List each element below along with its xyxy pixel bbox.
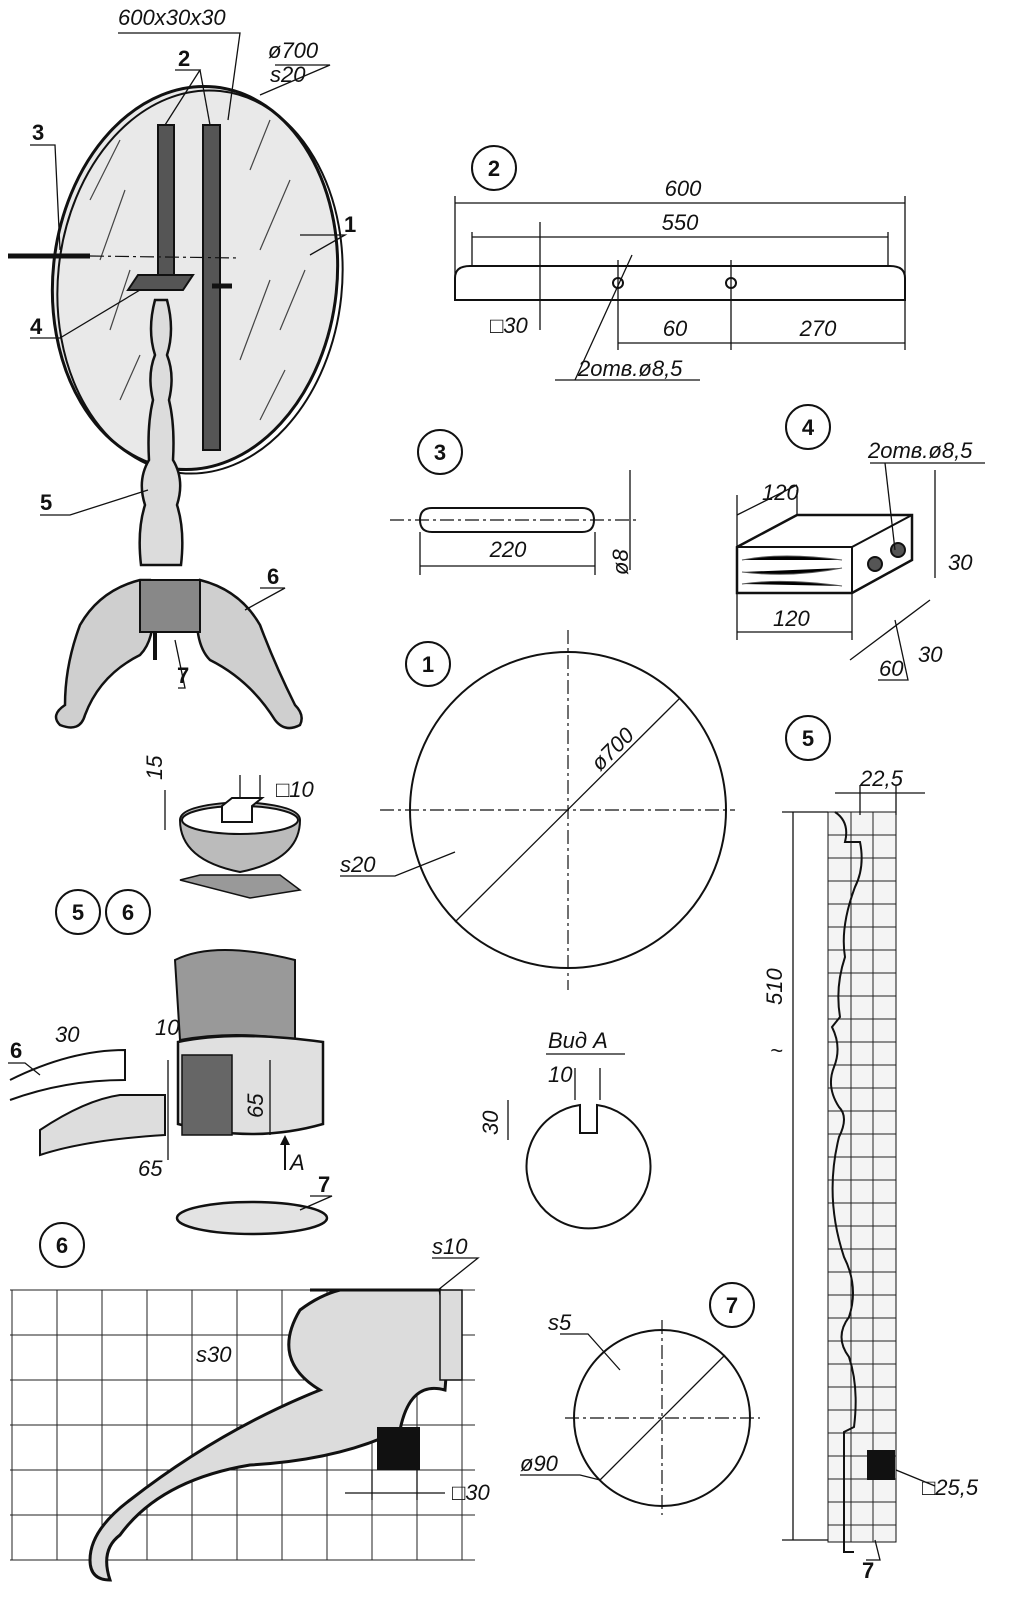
label-bar-size: 600x30x30 bbox=[118, 5, 226, 30]
svg-text:2отв.ø8,5: 2отв.ø8,5 bbox=[867, 438, 973, 463]
detail-5-column: 5 510 ~ bbox=[762, 715, 979, 1583]
svg-text:ø90: ø90 bbox=[520, 1451, 559, 1476]
svg-text:6: 6 bbox=[56, 1233, 68, 1258]
label-top-thickness: s20 bbox=[270, 62, 306, 87]
svg-text:s10: s10 bbox=[432, 1234, 468, 1259]
label-top-diameter: ø700 bbox=[268, 38, 319, 63]
detail-1-tabletop: 1 ø700 s20 bbox=[340, 630, 735, 990]
block-grain bbox=[741, 555, 843, 587]
svg-text:ø700: ø700 bbox=[586, 722, 640, 776]
detail-2-bar: 2 600 550 60 270 □30 2отв.ø8,5 bbox=[454, 145, 906, 381]
svg-text:65: 65 bbox=[138, 1156, 163, 1181]
leg-profile bbox=[88, 1288, 449, 1582]
svg-text:1: 1 bbox=[422, 652, 434, 677]
svg-text:□25,5: □25,5 bbox=[922, 1475, 979, 1500]
svg-text:220: 220 bbox=[489, 537, 527, 562]
svg-text:Вид А: Вид А bbox=[548, 1028, 608, 1053]
svg-text:120: 120 bbox=[773, 606, 810, 631]
svg-text:120: 120 bbox=[762, 480, 799, 505]
callout-5: 5 bbox=[40, 490, 52, 515]
table-assembly-view: 600x30x30 ø700 s20 2 3 1 4 5 6 7 bbox=[8, 5, 356, 730]
svg-text:6: 6 bbox=[122, 900, 134, 925]
svg-text:□30: □30 bbox=[452, 1480, 491, 1505]
callout-1: 1 bbox=[344, 212, 356, 237]
detail-2-badge bbox=[471, 145, 517, 191]
leg-6-right bbox=[195, 578, 303, 730]
callout-6: 6 bbox=[267, 564, 279, 589]
svg-text:30: 30 bbox=[478, 1110, 503, 1135]
svg-text:550: 550 bbox=[662, 210, 699, 235]
svg-text:s20: s20 bbox=[340, 852, 376, 877]
wood-grain-texture bbox=[89, 119, 306, 421]
svg-text:30: 30 bbox=[948, 550, 973, 575]
svg-text:60: 60 bbox=[879, 656, 904, 681]
svg-text:ø8: ø8 bbox=[608, 549, 633, 575]
detail-7-washer: 7 s5 ø90 bbox=[520, 1282, 760, 1515]
grid-scale-square bbox=[377, 1427, 420, 1470]
svg-text:10: 10 bbox=[155, 1015, 180, 1040]
svg-text:510: 510 bbox=[762, 968, 787, 1005]
tenon-sketch: 15 □10 bbox=[142, 755, 315, 899]
svg-text:600: 600 bbox=[665, 176, 702, 201]
callout-3: 3 bbox=[32, 120, 44, 145]
svg-text:2отв.ø8,5: 2отв.ø8,5 bbox=[577, 356, 683, 381]
view-a: Вид А 10 30 bbox=[478, 1028, 652, 1230]
svg-text:65: 65 bbox=[243, 1093, 268, 1118]
svg-text:60: 60 bbox=[663, 316, 688, 341]
svg-text:~: ~ bbox=[770, 1038, 783, 1063]
svg-text:22,5: 22,5 bbox=[859, 766, 904, 791]
svg-text:7: 7 bbox=[862, 1558, 874, 1583]
detail-6-leg: 6 s10 s30 □30 bbox=[10, 1222, 491, 1582]
detail-4-block: 4 120 120 30 60 30 2отв.ø8,5 bbox=[735, 404, 985, 681]
svg-text:A: A bbox=[288, 1150, 305, 1175]
leg-hub bbox=[139, 579, 201, 633]
svg-text:4: 4 bbox=[802, 415, 815, 440]
callout-4: 4 bbox=[30, 314, 43, 339]
svg-text:15: 15 bbox=[142, 755, 167, 780]
detail-3-pin: 3 220 ø8 bbox=[390, 429, 640, 575]
svg-text:□30: □30 bbox=[490, 313, 529, 338]
svg-text:30: 30 bbox=[918, 642, 943, 667]
column-tenon bbox=[867, 1450, 895, 1480]
svg-text:s30: s30 bbox=[196, 1342, 232, 1367]
svg-text:□10: □10 bbox=[276, 777, 315, 802]
svg-text:7: 7 bbox=[318, 1172, 330, 1197]
leg-6-left bbox=[54, 578, 155, 729]
column-grid bbox=[827, 811, 897, 1543]
callout-2: 2 bbox=[178, 46, 190, 71]
column-5 bbox=[138, 298, 184, 567]
joint-5-6: 5 6 6 7 30 10 65 65 A bbox=[8, 889, 333, 1236]
svg-text:6: 6 bbox=[10, 1038, 22, 1063]
svg-text:7: 7 bbox=[726, 1293, 738, 1318]
svg-text:30: 30 bbox=[55, 1022, 80, 1047]
svg-text:10: 10 bbox=[548, 1062, 573, 1087]
bar-2-left bbox=[157, 124, 175, 286]
callout-7: 7 bbox=[177, 663, 189, 688]
svg-text:s5: s5 bbox=[548, 1310, 572, 1335]
block-4 bbox=[126, 274, 195, 291]
svg-text:3: 3 bbox=[434, 440, 446, 465]
svg-text:2: 2 bbox=[488, 156, 500, 181]
tabletop-1 bbox=[50, 84, 340, 472]
svg-text:5: 5 bbox=[72, 900, 84, 925]
column-profile bbox=[829, 811, 863, 1553]
svg-text:5: 5 bbox=[802, 726, 814, 751]
svg-text:270: 270 bbox=[799, 316, 837, 341]
